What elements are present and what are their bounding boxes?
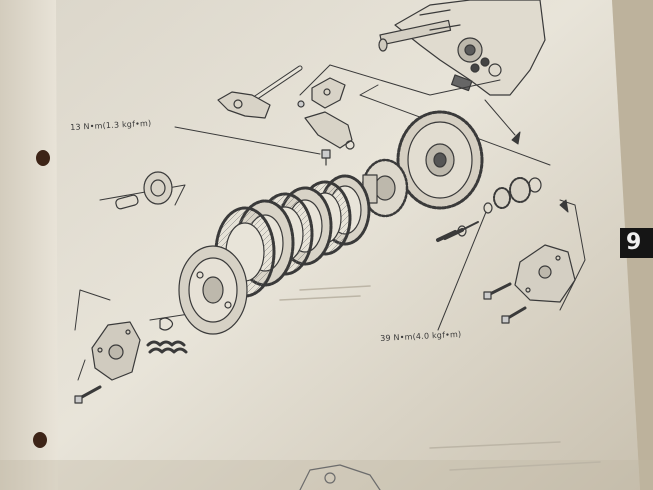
leader-lines [174, 126, 569, 331]
clutch-outer-gear-drawing [396, 110, 484, 210]
gearshift-spindle-drawing [217, 65, 303, 119]
binder-hole-icon [36, 150, 50, 166]
left-page-edge [0, 0, 64, 490]
mounting-bolt-drawing [321, 149, 331, 166]
section-tab: 9 [620, 228, 653, 258]
bleed-through-lines [279, 285, 601, 471]
crankcase-drawing [378, 0, 546, 96]
pressure-plate-drawing [178, 245, 248, 335]
binder-hole-icon [33, 432, 47, 448]
clutch-center-drawing [361, 158, 409, 218]
bolt-drawings [74, 228, 527, 404]
oil-pump-drawing [514, 244, 576, 303]
clutch-spring-drawing [146, 317, 188, 354]
clutch-plate-stack-drawing [214, 174, 371, 298]
release-bearing-drawing [115, 171, 173, 210]
next-figure-drawing [299, 464, 381, 490]
stopper-arm-drawing [297, 77, 355, 150]
lifter-plate-drawing [91, 321, 141, 381]
binder-holes [33, 150, 50, 448]
